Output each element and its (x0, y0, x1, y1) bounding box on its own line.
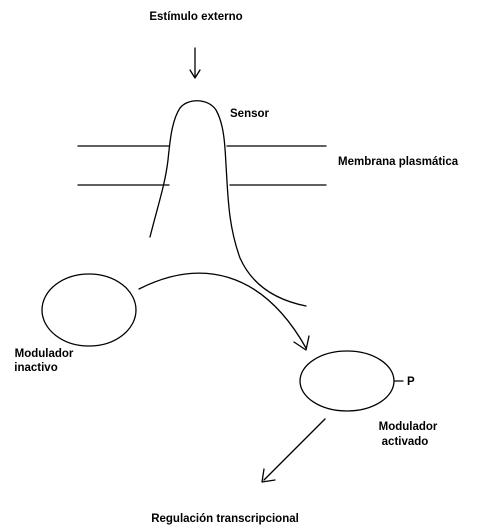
output-arrow (262, 419, 325, 482)
activated-modulator-label-line2: activado (382, 436, 429, 448)
activation-arrow (139, 273, 309, 350)
sensor-protein (150, 101, 306, 306)
stimulus-arrow (190, 48, 200, 78)
plasma-membrane (78, 146, 326, 185)
inactive-modulator-label-line2: inactivo (14, 362, 57, 374)
inactive-modulator (42, 274, 136, 346)
phosphate-label: P (407, 376, 415, 388)
activated-modulator (300, 351, 394, 411)
activated-modulator-label-line1: Modulador (379, 421, 438, 433)
sensor-label: Sensor (230, 108, 270, 120)
transcriptional-regulation-label: Regulación transcripcional (151, 513, 299, 525)
membrane-label: Membrana plasmática (338, 156, 459, 168)
stimulus-label: Estímulo externo (149, 11, 242, 23)
inactive-modulator-label-line1: Modulador (15, 348, 74, 360)
